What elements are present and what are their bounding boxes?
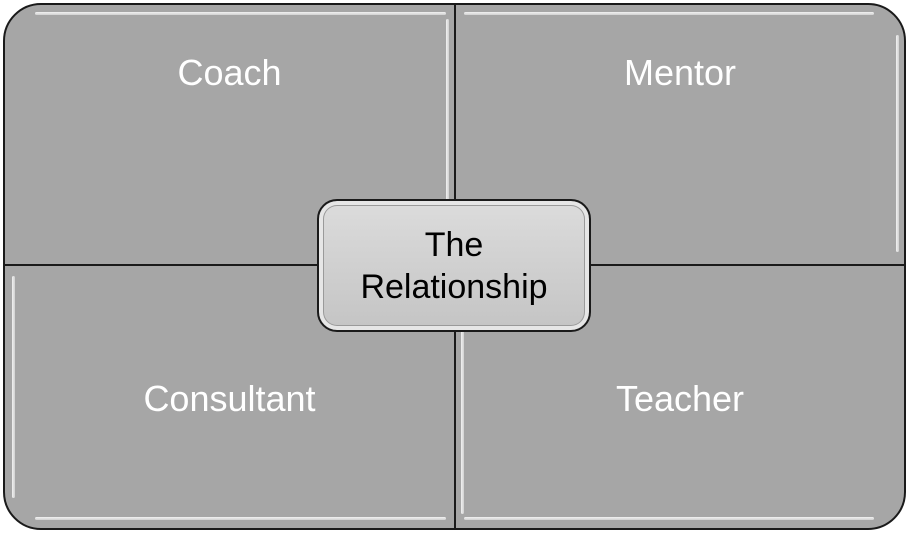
center-label-line2: Relationship (360, 267, 548, 306)
quadrant-coach: Coach (3, 3, 456, 266)
quadrant-label-mentor: Mentor (623, 52, 737, 93)
quadrant-label-consultant: Consultant (143, 378, 316, 419)
center-label: The Relationship (360, 224, 547, 308)
quadrant-label-teacher: Teacher (615, 378, 745, 419)
center-label-line1: The (424, 225, 484, 264)
quadrant-label-coach: Coach (177, 52, 282, 93)
center-box-relationship: The Relationship (317, 199, 591, 332)
